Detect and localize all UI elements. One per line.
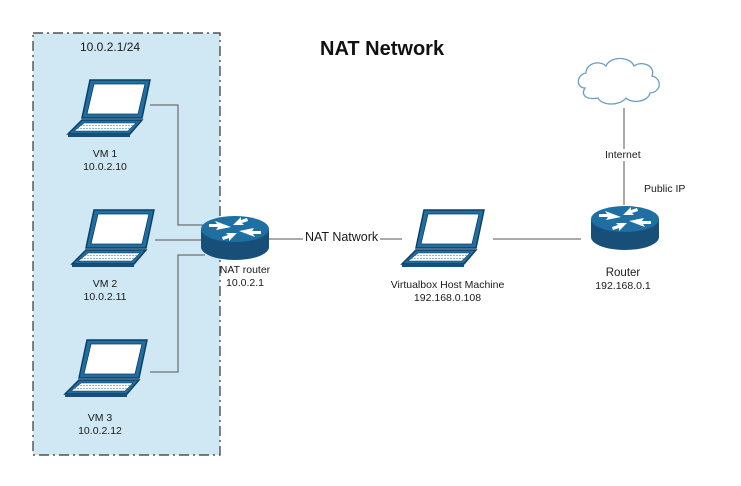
nat-router-icon	[201, 216, 269, 260]
subnet-label: 10.0.2.1/24	[80, 40, 141, 54]
vm1-ip: 10.0.2.10	[83, 161, 127, 173]
nat-router-name: NAT router	[219, 264, 271, 276]
nat-link-label: NAT Natwork	[303, 230, 381, 244]
internet-router-icon	[591, 206, 659, 250]
host-ip: 192.168.0.108	[413, 292, 482, 304]
host-label: Virtualbox Host Machine 192.168.0.108	[380, 279, 515, 305]
public-ip-label: Public IP	[644, 183, 686, 195]
nat-router-label: NAT router 10.0.2.1	[210, 264, 280, 290]
link-vm3-nat	[150, 254, 205, 373]
link-vm1-nat	[150, 104, 205, 226]
vm1-label: VM 1 10.0.2.10	[70, 148, 140, 174]
router-name: Router	[605, 267, 641, 279]
vm3-name: VM 3	[87, 412, 113, 424]
internet-cloud-icon	[577, 57, 660, 105]
router-ip: 192.168.0.1	[595, 280, 651, 292]
vm2-label: VM 2 10.0.2.11	[70, 278, 140, 304]
vm3-label: VM 3 10.0.2.12	[65, 412, 135, 438]
internet-label: Internet	[605, 149, 641, 161]
nat-router-ip: 10.0.2.1	[226, 277, 264, 289]
host-name: Virtualbox Host Machine	[390, 279, 505, 291]
diagram-title: NAT Network	[320, 38, 445, 60]
vm2-ip: 10.0.2.11	[83, 291, 127, 303]
router-label: Router 192.168.0.1	[588, 267, 658, 293]
vm2-name: VM 2	[92, 278, 118, 290]
vm3-ip: 10.0.2.12	[78, 425, 122, 437]
vm1-name: VM 1	[92, 148, 118, 160]
host-laptop-icon	[401, 209, 485, 268]
